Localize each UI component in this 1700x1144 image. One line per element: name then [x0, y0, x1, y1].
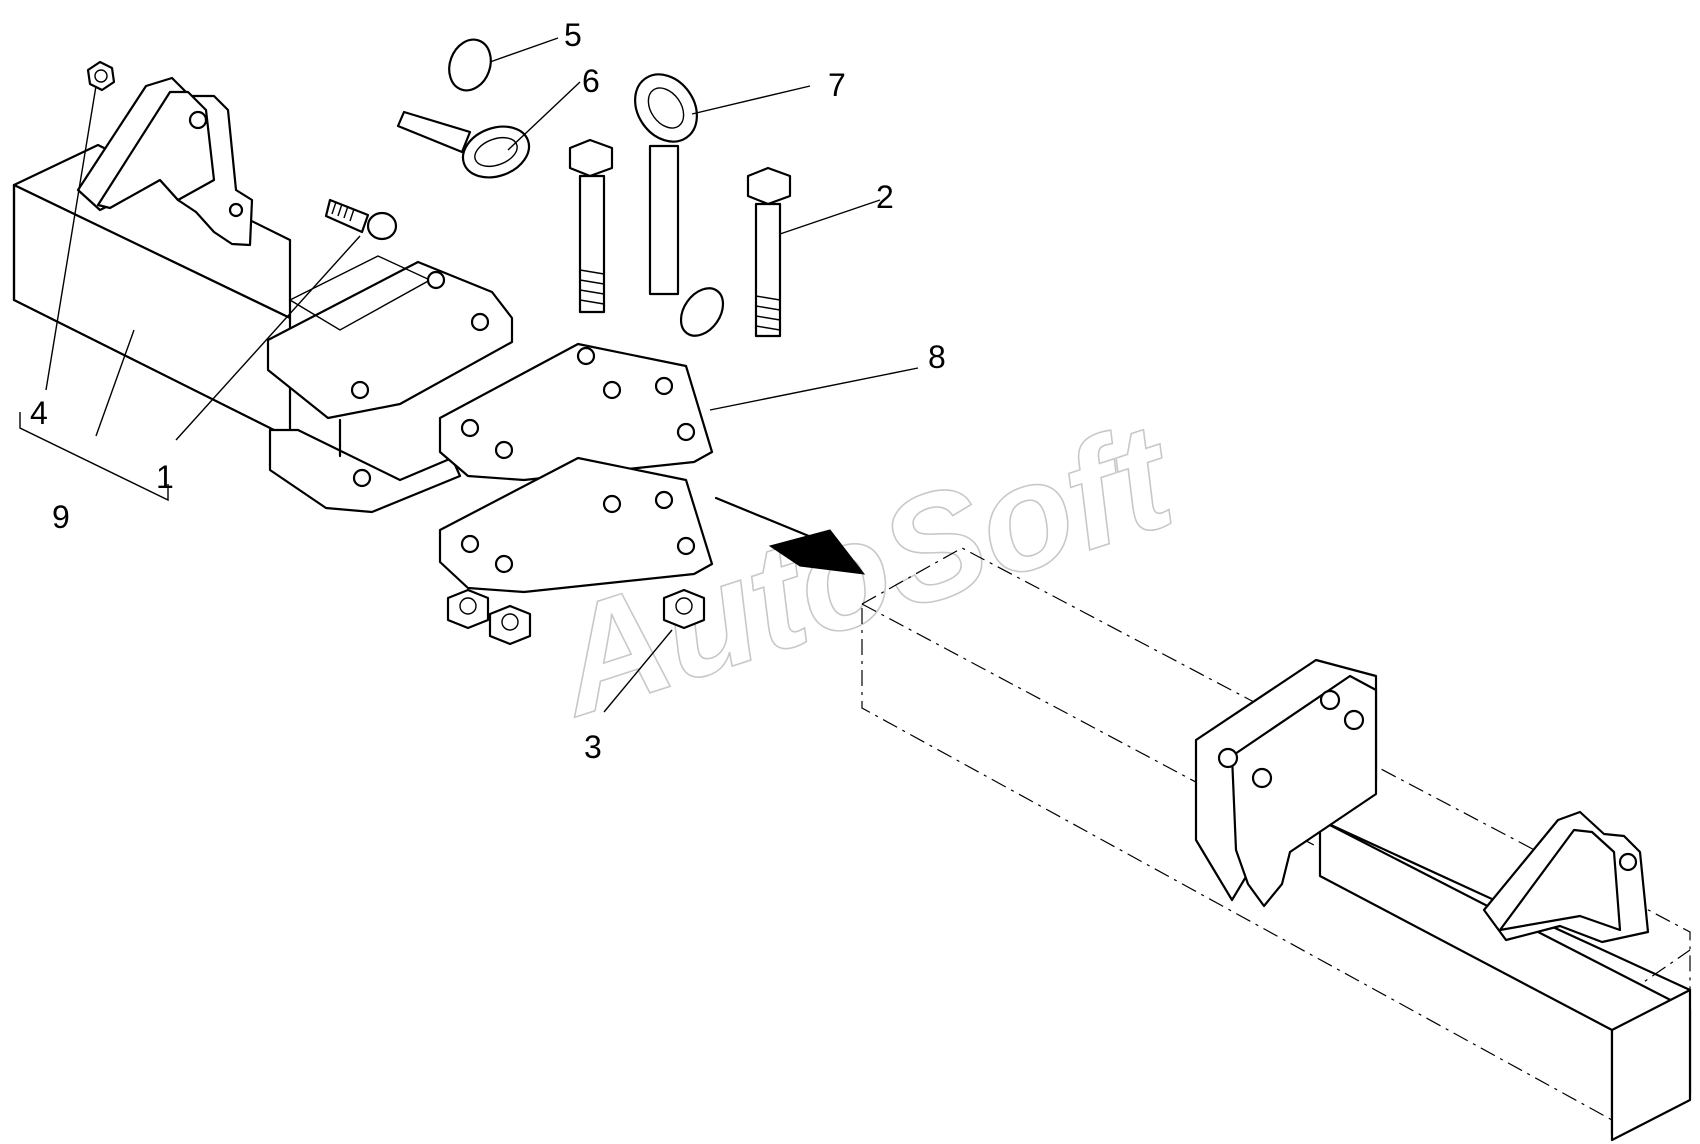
callout-5: 5 — [564, 17, 582, 53]
callout-3: 3 — [584, 729, 602, 765]
drawbar-tube — [12, 143, 292, 440]
frame-clevis-plates — [1194, 658, 1378, 908]
callout-1: 1 — [156, 459, 174, 495]
callout-8: 8 — [928, 339, 946, 375]
bolt-part-2-left — [568, 138, 614, 314]
bolt-part-1 — [324, 198, 398, 241]
callout-6: 6 — [582, 63, 600, 99]
callout-2: 2 — [876, 179, 894, 215]
ring-part-5 — [448, 38, 492, 92]
frame-rear-ears — [1482, 810, 1650, 944]
plate-part-8-lower — [438, 456, 714, 594]
bolt-part-2-right — [746, 166, 792, 338]
callout-4: 4 — [30, 395, 48, 431]
nuts-part-3 — [446, 588, 706, 646]
hitch-ears — [76, 76, 254, 247]
clevis-pin-part-6 — [396, 110, 531, 179]
assembly-arrow — [714, 496, 866, 575]
nut-part-4 — [86, 60, 116, 92]
callout-9: 9 — [52, 499, 70, 535]
lower-mount-plate — [268, 418, 462, 514]
plate-part-8-upper — [438, 342, 714, 482]
pin-part-7 — [634, 73, 725, 337]
upper-mount-plate — [266, 255, 514, 420]
callout-7: 7 — [828, 67, 846, 103]
leader-lines — [19, 37, 919, 713]
